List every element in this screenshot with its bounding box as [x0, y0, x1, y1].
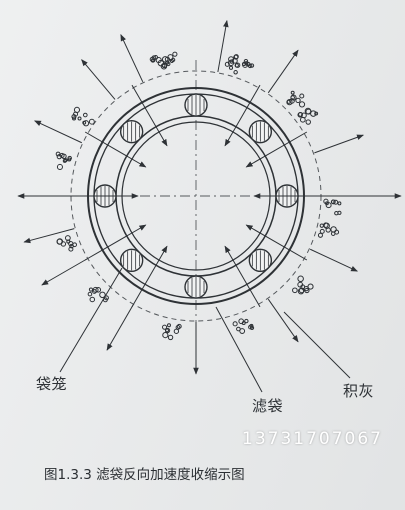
inward-arrow	[245, 224, 308, 261]
dust-cluster	[286, 90, 306, 108]
cage-rod	[184, 275, 208, 299]
dust-cluster	[149, 55, 171, 68]
outward-arrow	[34, 120, 83, 144]
outward-arrow	[120, 34, 144, 83]
leader-bag-cage	[59, 267, 123, 373]
cage-rod	[248, 248, 273, 273]
outward-arrow	[41, 258, 88, 286]
dust-cluster	[87, 286, 109, 303]
outward-arrow	[267, 49, 299, 94]
label-bag-cage: 袋笼	[36, 375, 68, 393]
dust-cluster	[232, 318, 255, 334]
label-filter-bag: 滤袋	[252, 397, 284, 415]
inward-arrow	[84, 224, 147, 261]
dust-cluster	[297, 107, 319, 125]
inward-arrow	[224, 84, 261, 147]
dust-cluster	[317, 222, 340, 238]
cage-rod	[184, 93, 208, 117]
dust-cluster	[56, 235, 77, 252]
outward-arrow	[217, 20, 229, 73]
figure-caption: 图1.3.3 滤袋反向加速度收缩示图	[44, 467, 245, 483]
cage-rods	[93, 93, 299, 299]
cage-rod	[119, 119, 144, 144]
inward-arrow	[131, 245, 168, 308]
dust-cluster	[323, 198, 342, 216]
cage-rod	[248, 119, 273, 144]
dust-cluster	[161, 323, 182, 341]
outward-arrow	[314, 134, 364, 154]
inward-arrow	[84, 131, 147, 168]
leader-filter-bag	[215, 306, 263, 393]
outward-arrow	[106, 304, 134, 351]
dust-cluster	[224, 54, 239, 70]
dust-cluster	[160, 51, 178, 70]
outward-arrows	[17, 20, 402, 375]
dust-cluster	[292, 275, 314, 295]
inward-arrow	[224, 245, 261, 308]
inward-arrow	[131, 84, 168, 147]
leader-dust	[283, 311, 351, 379]
watermark-phone: 13731707067	[242, 429, 383, 449]
outward-arrow	[23, 228, 75, 244]
inward-arrows	[68, 84, 324, 308]
outward-arrow	[81, 59, 116, 100]
filter-bag-diagram	[17, 20, 402, 393]
dust-cluster	[71, 106, 95, 127]
dust-cluster	[233, 59, 255, 75]
cage-rod	[119, 248, 144, 273]
dust-cluster	[55, 151, 72, 171]
dust-clusters	[55, 51, 342, 341]
outward-arrow	[309, 248, 358, 272]
outward-arrow	[267, 298, 299, 343]
label-dust-layer: 积灰	[343, 382, 375, 400]
inward-arrow	[245, 131, 308, 168]
